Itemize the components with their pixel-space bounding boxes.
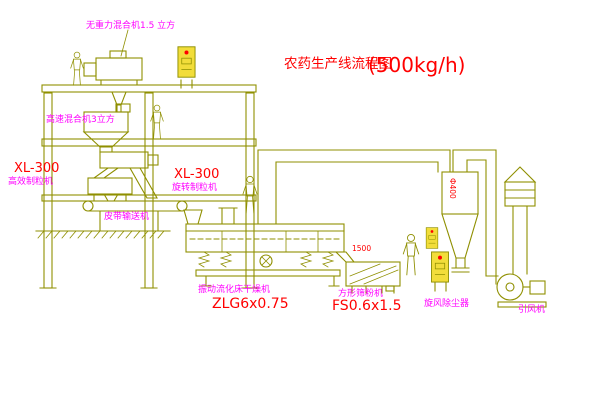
control-panel-stand [180,79,193,89]
high-speed-mixer [82,103,131,153]
label-cyclone: 旋风除尘器 [424,297,469,309]
diagram-title: 农药生产线流程图 [284,56,392,72]
control-panel-icon [431,251,449,283]
worker-figure-icon [402,233,420,276]
label-granulator1-model: XL-300 [14,161,59,176]
exhaust-duct [218,149,451,225]
label-granulator2-name: 旋转制粒机 [172,181,217,193]
belt-conveyor [82,200,188,232]
diagram-title-capacity: (500kg/h) [368,53,465,77]
control-panel-stand [434,282,447,292]
label-belt-conveyor: 皮带输送机 [104,210,149,222]
label-top-mixer: 无重力混合机1.5 立方 [86,19,175,31]
gravity-mixer [83,50,143,113]
worker-figure-icon [70,51,84,86]
label-fan: 引风机 [518,303,545,315]
dimension-cyclone-outlet: Ф400 [448,178,457,199]
label-granulator1-name: 高效制粒机 [8,175,53,187]
exhaust-stack [503,166,537,275]
label-leader-line [120,29,129,57]
label-dryer-model: ZLG6x0.75 [212,296,289,312]
granulator-splitter [92,151,159,199]
control-panel-icon [425,227,439,249]
control-panel-icon [177,46,196,78]
label-high-speed-mixer: 高速混合机3立方 [46,113,115,125]
label-dryer-name: 振动流化床干燥机 [198,283,270,295]
dryer-feed-hopper [183,209,203,225]
building-frame [35,84,259,289]
dimension-sieve-inlet: 1500 [352,244,371,253]
fluid-bed-dryer [185,223,356,287]
induced-draft-fan [496,273,547,308]
label-granulator2-model: XL-300 [174,167,219,182]
square-sieve [345,261,401,294]
rotary-granulator [87,177,133,202]
cyclone-separator [441,149,499,285]
label-sieve-model: FS0.6x1.5 [332,298,402,314]
label-sieve-name: 方形筛粉机 [338,287,383,299]
